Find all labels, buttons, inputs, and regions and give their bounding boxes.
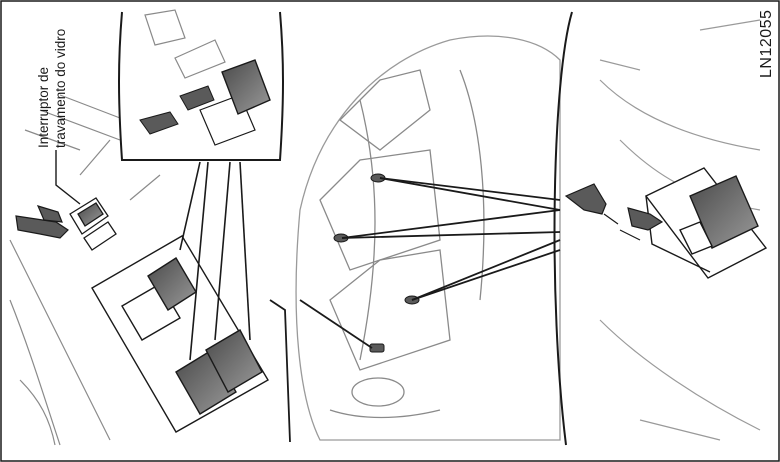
passenger-window-switch: [646, 168, 766, 278]
inset-detail-box: [119, 10, 283, 160]
figure-code: LN12055: [758, 10, 776, 78]
callout-label-line1: Interruptor de: [36, 67, 52, 148]
lock-switch-leader: [56, 150, 80, 204]
hand-pointer-icon: [16, 206, 68, 238]
master-switch-cluster: [92, 236, 268, 432]
window-lock-switch: [70, 198, 116, 250]
callout-wedge-center: [270, 300, 372, 442]
callout-label-line2: travamento do vidro: [53, 29, 69, 148]
